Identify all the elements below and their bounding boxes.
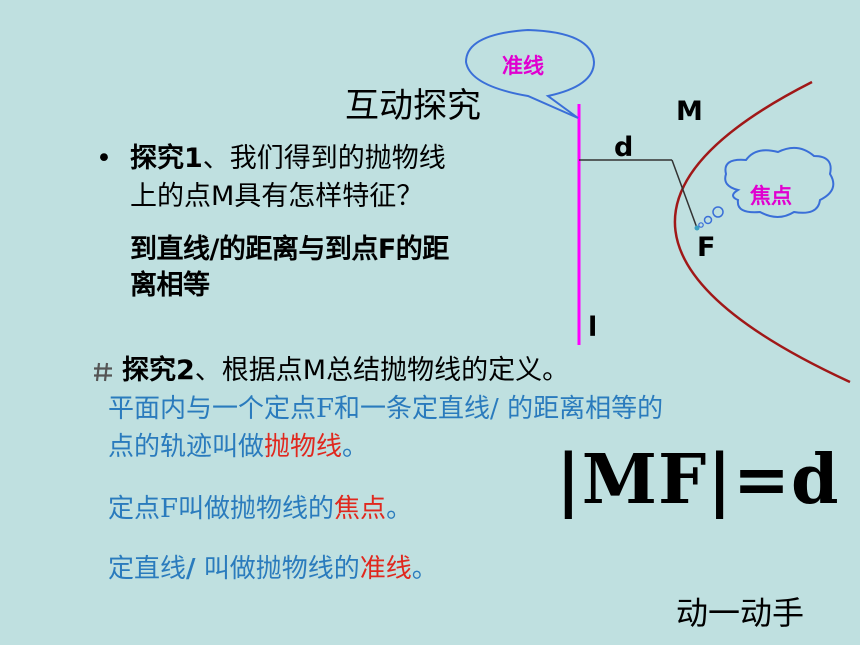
focus-def-prefix: 定点F叫做抛物线的: [108, 494, 335, 524]
explore1-line1: 、我们得到的抛物线: [202, 143, 446, 174]
term-directrix: 准线: [359, 554, 412, 584]
action-text: 动一动手: [676, 594, 805, 632]
definition-line2-prefix: 点的轨迹叫做: [108, 432, 265, 462]
definition-line2-suffix: 。: [342, 432, 369, 462]
parabola-curve: [673, 80, 851, 384]
focus-callout-label: 焦点: [750, 184, 792, 208]
explore1-label: 探究1: [130, 143, 203, 174]
segment-mf: [671, 159, 698, 229]
explore2-label: 探究2: [122, 355, 195, 386]
line-l-label: l: [588, 312, 598, 343]
directrix-callout: [464, 28, 596, 119]
directrix-definition: 定直线/ 叫做抛物线的准线。: [108, 548, 438, 585]
directrix-def-slash: /: [186, 554, 196, 584]
point-m-label: M: [676, 96, 703, 127]
explore2-bullet: 探究2、根据点M总结抛物线的定义。: [92, 348, 569, 387]
hash-bullet-icon: [94, 362, 112, 381]
term-focus: 焦点: [334, 494, 387, 524]
definition-line1: 平面内与一个定点F和一条定直线/ 的距离相等的: [108, 394, 664, 424]
focus-point: [694, 225, 700, 231]
explore1-text: 探究1、我们得到的抛物线 上的点M具有怎样特征？: [130, 140, 526, 216]
focus-callout: [698, 146, 835, 228]
directrix-def-middle: 叫做抛物线的: [195, 554, 360, 584]
bullet-marker: •: [96, 143, 112, 174]
formula-mf-equals-d: |MF|=d: [556, 440, 840, 520]
directrix-def-prefix: 定直线: [108, 554, 187, 584]
directrix-callout-label: 准线: [502, 54, 544, 78]
slide-title: 互动探究: [345, 86, 481, 126]
focus-def-suffix: 。: [386, 494, 413, 524]
distance-d-label: d: [614, 132, 634, 163]
directrix-def-suffix: 。: [411, 554, 438, 584]
explore1-line2: 上的点M具有怎样特征？: [130, 181, 424, 212]
point-f-label: F: [697, 232, 716, 263]
answer-line1: 到直线/的距离与到点F的距: [130, 234, 449, 265]
explore2-text: 、根据点M总结抛物线的定义。: [194, 355, 570, 386]
term-parabola: 抛物线: [264, 432, 343, 462]
explore1-bullet: • 探究1、我们得到的抛物线 上的点M具有怎样特征？: [96, 140, 526, 216]
focus-definition: 定点F叫做抛物线的焦点。: [108, 488, 412, 525]
answer-line2: 离相等: [130, 270, 210, 301]
explore1-answer: 到直线/的距离与到点F的距 离相等: [130, 232, 550, 304]
parabola-definition: 平面内与一个定点F和一条定直线/ 的距离相等的 点的轨迹叫做抛物线。: [108, 390, 828, 466]
